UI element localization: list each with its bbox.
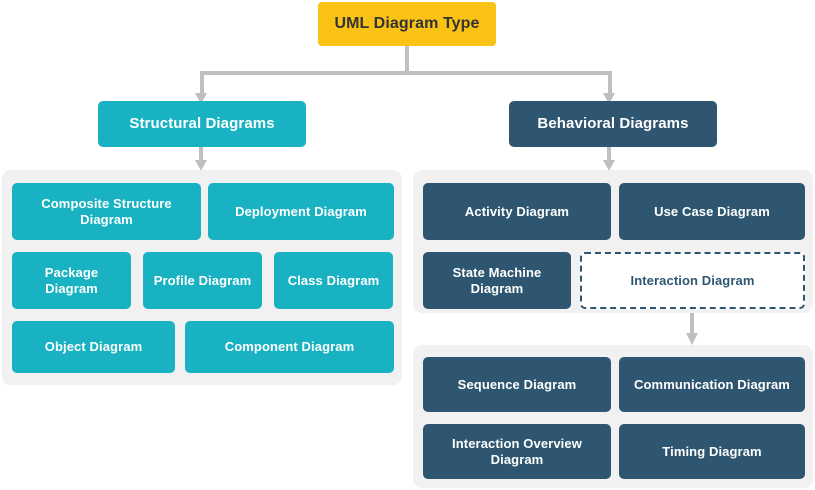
node-profile-diagram[interactable]: Profile Diagram (143, 252, 262, 309)
node-deployment-diagram[interactable]: Deployment Diagram (208, 183, 394, 240)
node-composite-structure-diagram[interactable]: Composite Structure Diagram (12, 183, 201, 240)
node-behavioral-diagrams[interactable]: Behavioral Diagrams (509, 101, 717, 147)
node-use-case-diagram[interactable]: Use Case Diagram (619, 183, 805, 240)
node-package-diagram[interactable]: Package Diagram (12, 252, 131, 309)
node-interaction-diagram[interactable]: Interaction Diagram (580, 252, 805, 309)
node-state-machine-diagram[interactable]: State Machine Diagram (423, 252, 571, 309)
node-object-diagram[interactable]: Object Diagram (12, 321, 175, 373)
node-interaction-overview-diagram[interactable]: Interaction Overview Diagram (423, 424, 611, 479)
node-component-diagram[interactable]: Component Diagram (185, 321, 394, 373)
node-communication-diagram[interactable]: Communication Diagram (619, 357, 805, 412)
node-structural-diagrams[interactable]: Structural Diagrams (98, 101, 306, 147)
node-timing-diagram[interactable]: Timing Diagram (619, 424, 805, 479)
node-class-diagram[interactable]: Class Diagram (274, 252, 393, 309)
node-activity-diagram[interactable]: Activity Diagram (423, 183, 611, 240)
node-sequence-diagram[interactable]: Sequence Diagram (423, 357, 611, 412)
node-uml-diagram-type[interactable]: UML Diagram Type (318, 2, 496, 46)
